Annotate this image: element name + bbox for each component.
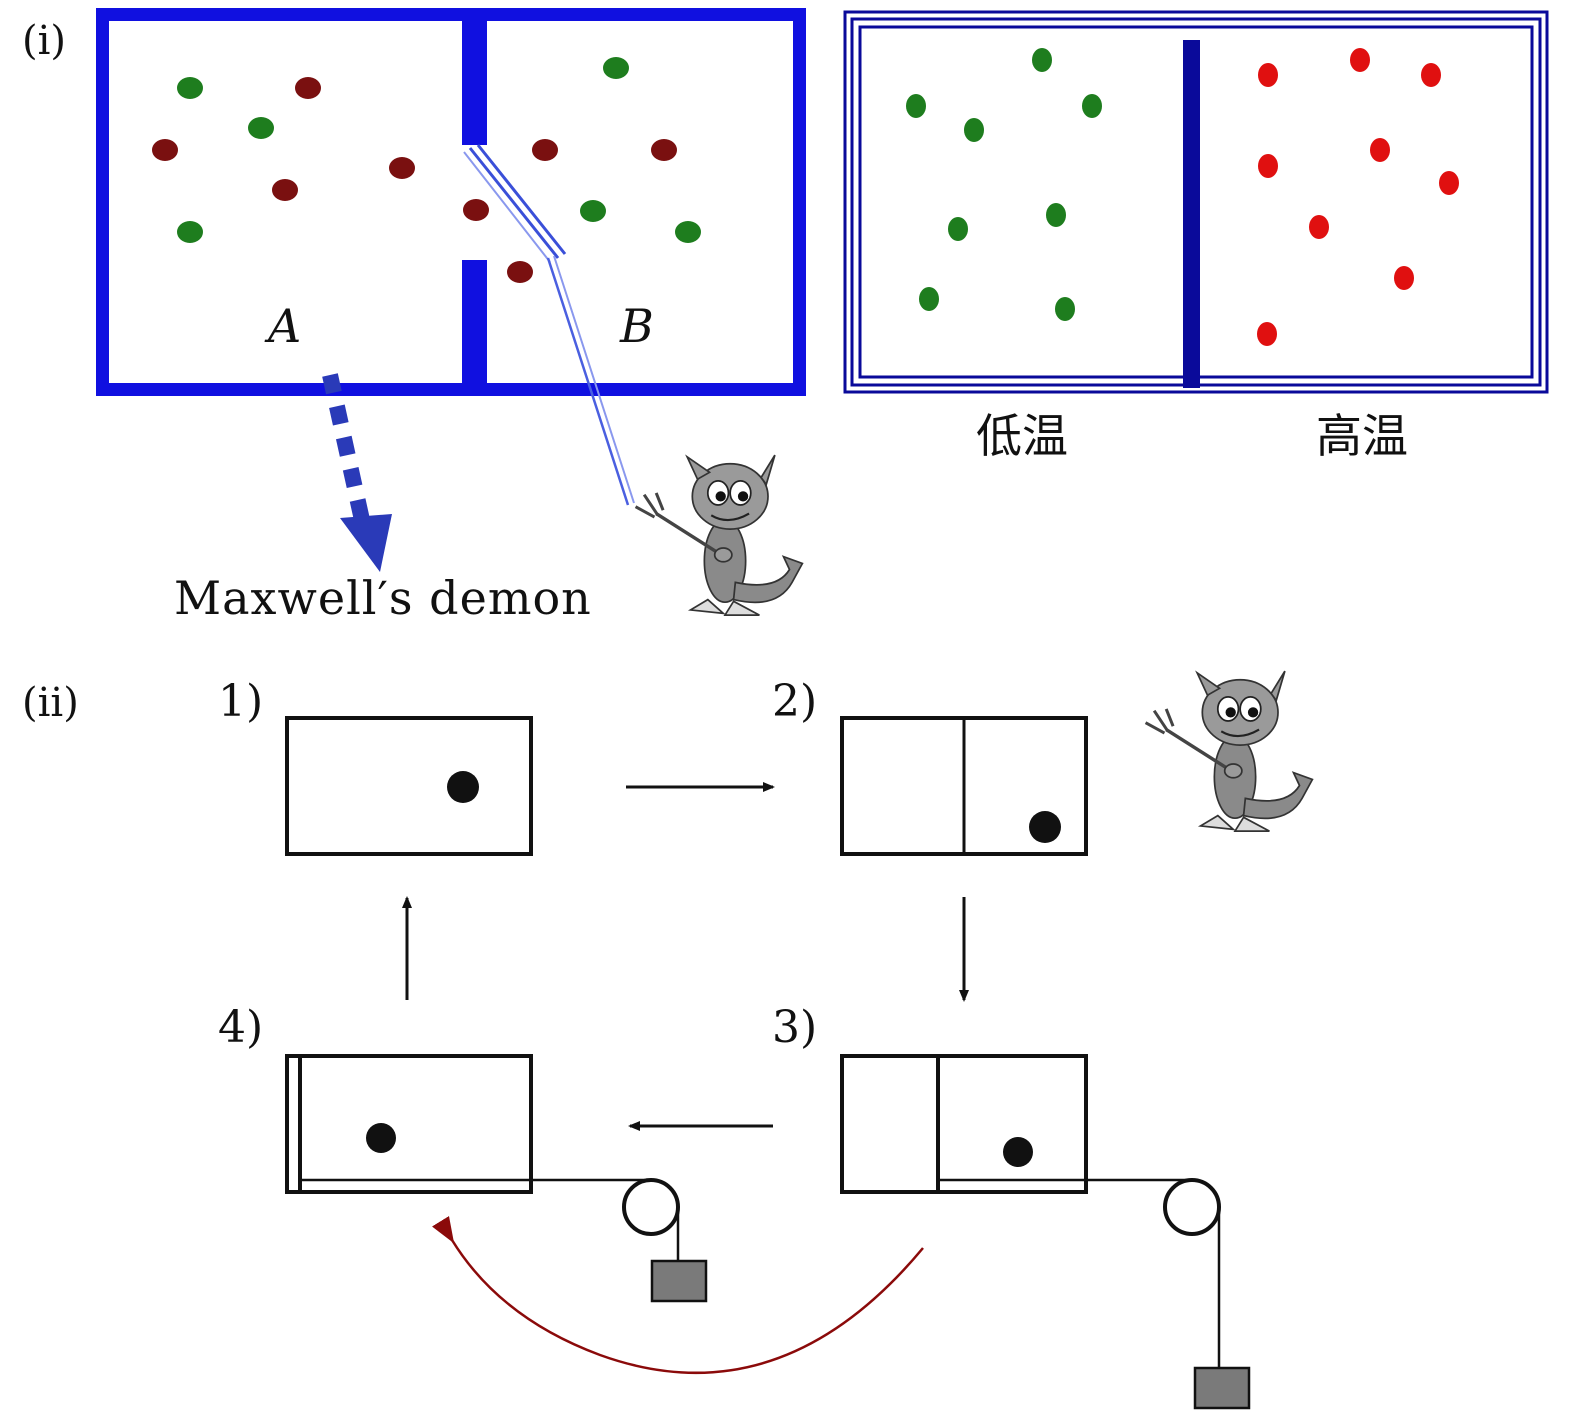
step-4-particle bbox=[366, 1123, 396, 1153]
partition-upper bbox=[462, 20, 487, 145]
weight-icon bbox=[1193, 1366, 1251, 1410]
step-2-label: 2) bbox=[772, 676, 817, 727]
label-high-temperature: 高温 bbox=[1316, 409, 1408, 463]
molecule-darkred bbox=[389, 157, 415, 179]
pulley-icon bbox=[622, 1178, 680, 1236]
molecule-green bbox=[1046, 203, 1066, 227]
molecule-darkred bbox=[463, 199, 489, 221]
molecule-red bbox=[1258, 63, 1278, 87]
molecule-darkred bbox=[152, 139, 178, 161]
step-3-particle bbox=[1003, 1137, 1033, 1167]
panel-i-label: (i) bbox=[22, 18, 66, 64]
caption-arrow-shaft bbox=[322, 373, 370, 522]
molecule-darkred bbox=[651, 139, 677, 161]
step-1-box bbox=[285, 716, 533, 856]
maxwell-demon-caption: Maxwell′s demon bbox=[174, 571, 592, 625]
molecule-red bbox=[1421, 63, 1441, 87]
step-4-box bbox=[285, 1054, 533, 1194]
demon-icon bbox=[633, 453, 805, 617]
molecule-red bbox=[1350, 48, 1370, 72]
demon-icon bbox=[1143, 669, 1315, 833]
step-3-box bbox=[840, 1054, 1088, 1194]
chamber-ab-outline bbox=[96, 8, 806, 396]
molecule-green bbox=[1082, 94, 1102, 118]
weight-icon bbox=[650, 1259, 708, 1303]
rope-line-1 bbox=[546, 257, 630, 506]
temp-partition bbox=[1183, 40, 1200, 388]
label-low-temperature: 低温 bbox=[976, 409, 1068, 463]
molecule-darkred bbox=[532, 139, 558, 161]
rope-line-2 bbox=[553, 255, 635, 504]
step-4-label: 4) bbox=[218, 1002, 263, 1053]
molecule-red bbox=[1309, 215, 1329, 239]
molecule-green bbox=[1055, 297, 1075, 321]
chamber-ab: A B bbox=[96, 8, 806, 506]
chamber-ab-outer-wall bbox=[97, 9, 805, 395]
caption-arrow bbox=[322, 373, 392, 572]
molecule-red bbox=[1257, 322, 1277, 346]
molecule-darkred bbox=[507, 261, 533, 283]
molecule-green bbox=[177, 221, 203, 243]
molecule-red bbox=[1370, 138, 1390, 162]
chamber-label-a: A bbox=[264, 299, 301, 353]
molecule-red bbox=[1394, 266, 1414, 290]
step-1-particle bbox=[447, 771, 479, 803]
step-1-label: 1) bbox=[218, 676, 263, 727]
trap-door-line-3 bbox=[463, 151, 551, 263]
molecule-green bbox=[675, 221, 701, 243]
trap-door-line-2 bbox=[476, 144, 567, 255]
molecule-green bbox=[580, 200, 606, 222]
molecule-green bbox=[906, 94, 926, 118]
molecule-green bbox=[919, 287, 939, 311]
step-2-particle bbox=[1029, 811, 1061, 843]
pulley-icon bbox=[1163, 1178, 1221, 1236]
molecule-darkred bbox=[295, 77, 321, 99]
molecule-green bbox=[248, 117, 274, 139]
molecule-green bbox=[1032, 48, 1052, 72]
chamber-temp-outline-outer bbox=[843, 10, 1549, 394]
molecule-green bbox=[177, 77, 203, 99]
panel-ii-label: (ii) bbox=[22, 680, 79, 726]
trap-door-line-1 bbox=[468, 147, 560, 259]
molecule-red bbox=[1258, 154, 1278, 178]
molecule-green bbox=[964, 118, 984, 142]
molecule-green bbox=[948, 217, 968, 241]
molecule-red bbox=[1439, 171, 1459, 195]
chamber-label-b: B bbox=[619, 299, 654, 353]
partition-lower bbox=[462, 260, 487, 385]
molecule-green bbox=[603, 57, 629, 79]
molecule-darkred bbox=[272, 179, 298, 201]
caption-arrow-head bbox=[340, 514, 392, 572]
step-3-label: 3) bbox=[772, 1002, 817, 1053]
chamber-temperature bbox=[843, 10, 1549, 394]
red-cycle-arrow bbox=[431, 1216, 924, 1374]
